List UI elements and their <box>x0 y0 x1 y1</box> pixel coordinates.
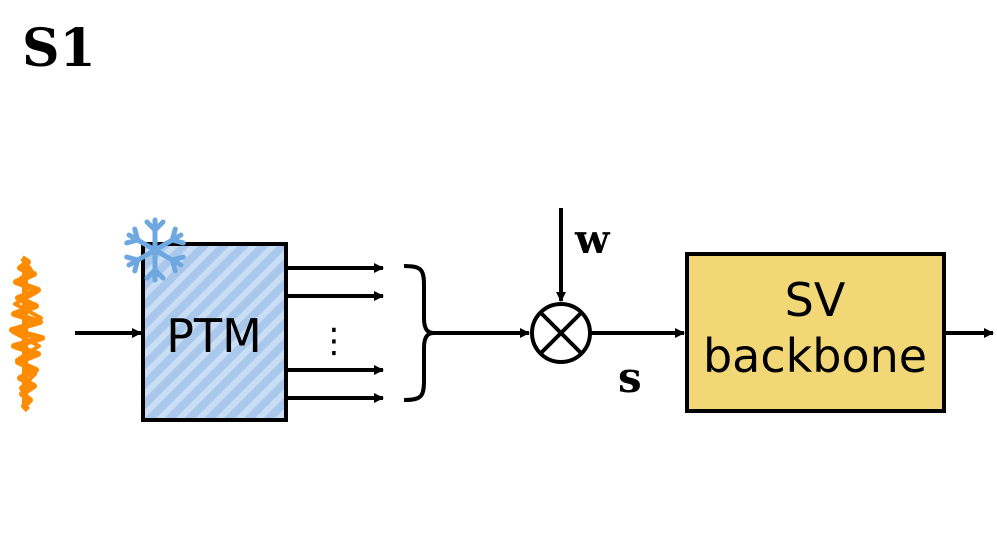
concat-brace <box>403 264 435 402</box>
ptm-box <box>141 242 288 422</box>
diagram-title: S1 <box>22 18 96 79</box>
sv-label-line2: backbone <box>703 329 927 383</box>
sv-backbone-box <box>685 252 946 413</box>
ptm-label: PTM <box>166 309 262 363</box>
ptm-output-arrows <box>286 263 384 403</box>
weighted-sum-operator <box>530 302 592 364</box>
sv-label-line1: SV <box>785 273 846 327</box>
waveform-icon <box>9 255 45 413</box>
weight-label: w <box>574 216 611 263</box>
ellipsis-dots: ⋮ <box>317 321 351 361</box>
sum-label: s <box>618 353 642 402</box>
snowflake-icon <box>124 217 186 283</box>
